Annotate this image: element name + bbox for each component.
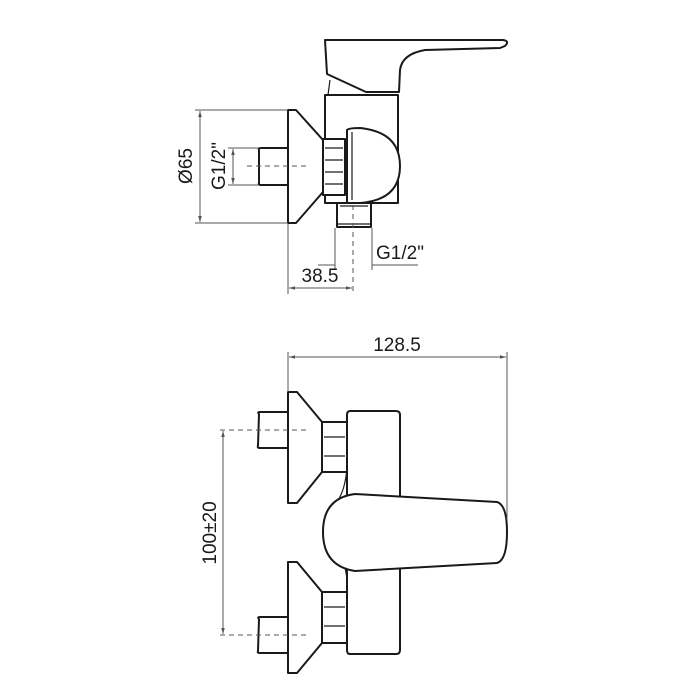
side-inlet-stub xyxy=(257,147,289,186)
outlet-thread xyxy=(337,205,371,225)
d65-label: Ø65 xyxy=(176,148,197,184)
front-handle xyxy=(322,493,508,572)
nut-facets xyxy=(325,147,343,185)
upper-nut xyxy=(321,421,348,473)
projection-label: 38.5 xyxy=(302,266,339,287)
side-diverter-cap xyxy=(346,127,401,204)
width-extensions xyxy=(287,352,508,520)
side-outlet xyxy=(336,202,372,228)
spacing-label: 100±20 xyxy=(200,501,221,564)
d65-extensions xyxy=(195,109,288,224)
width-label: 128.5 xyxy=(373,335,421,356)
lower-nut-facets xyxy=(324,606,345,627)
g12-inlet-extensions xyxy=(228,147,258,186)
upper-flange xyxy=(287,391,323,504)
side-handle-neck xyxy=(327,79,398,96)
lower-stub xyxy=(256,616,289,654)
side-view: Ø65 G1/2" G1/2" 38.5 xyxy=(176,39,509,294)
upper-stub xyxy=(256,411,289,449)
front-view: 128.5 100±20 xyxy=(200,335,508,674)
upper-nut-facets xyxy=(324,436,345,457)
side-handle xyxy=(324,39,509,93)
g12-outlet-label: G1/2" xyxy=(376,243,424,264)
lower-flange xyxy=(287,561,323,674)
lower-nut xyxy=(321,591,348,644)
g12-inlet-label: G1/2" xyxy=(209,142,230,190)
g12-outlet-extensions xyxy=(334,228,373,270)
